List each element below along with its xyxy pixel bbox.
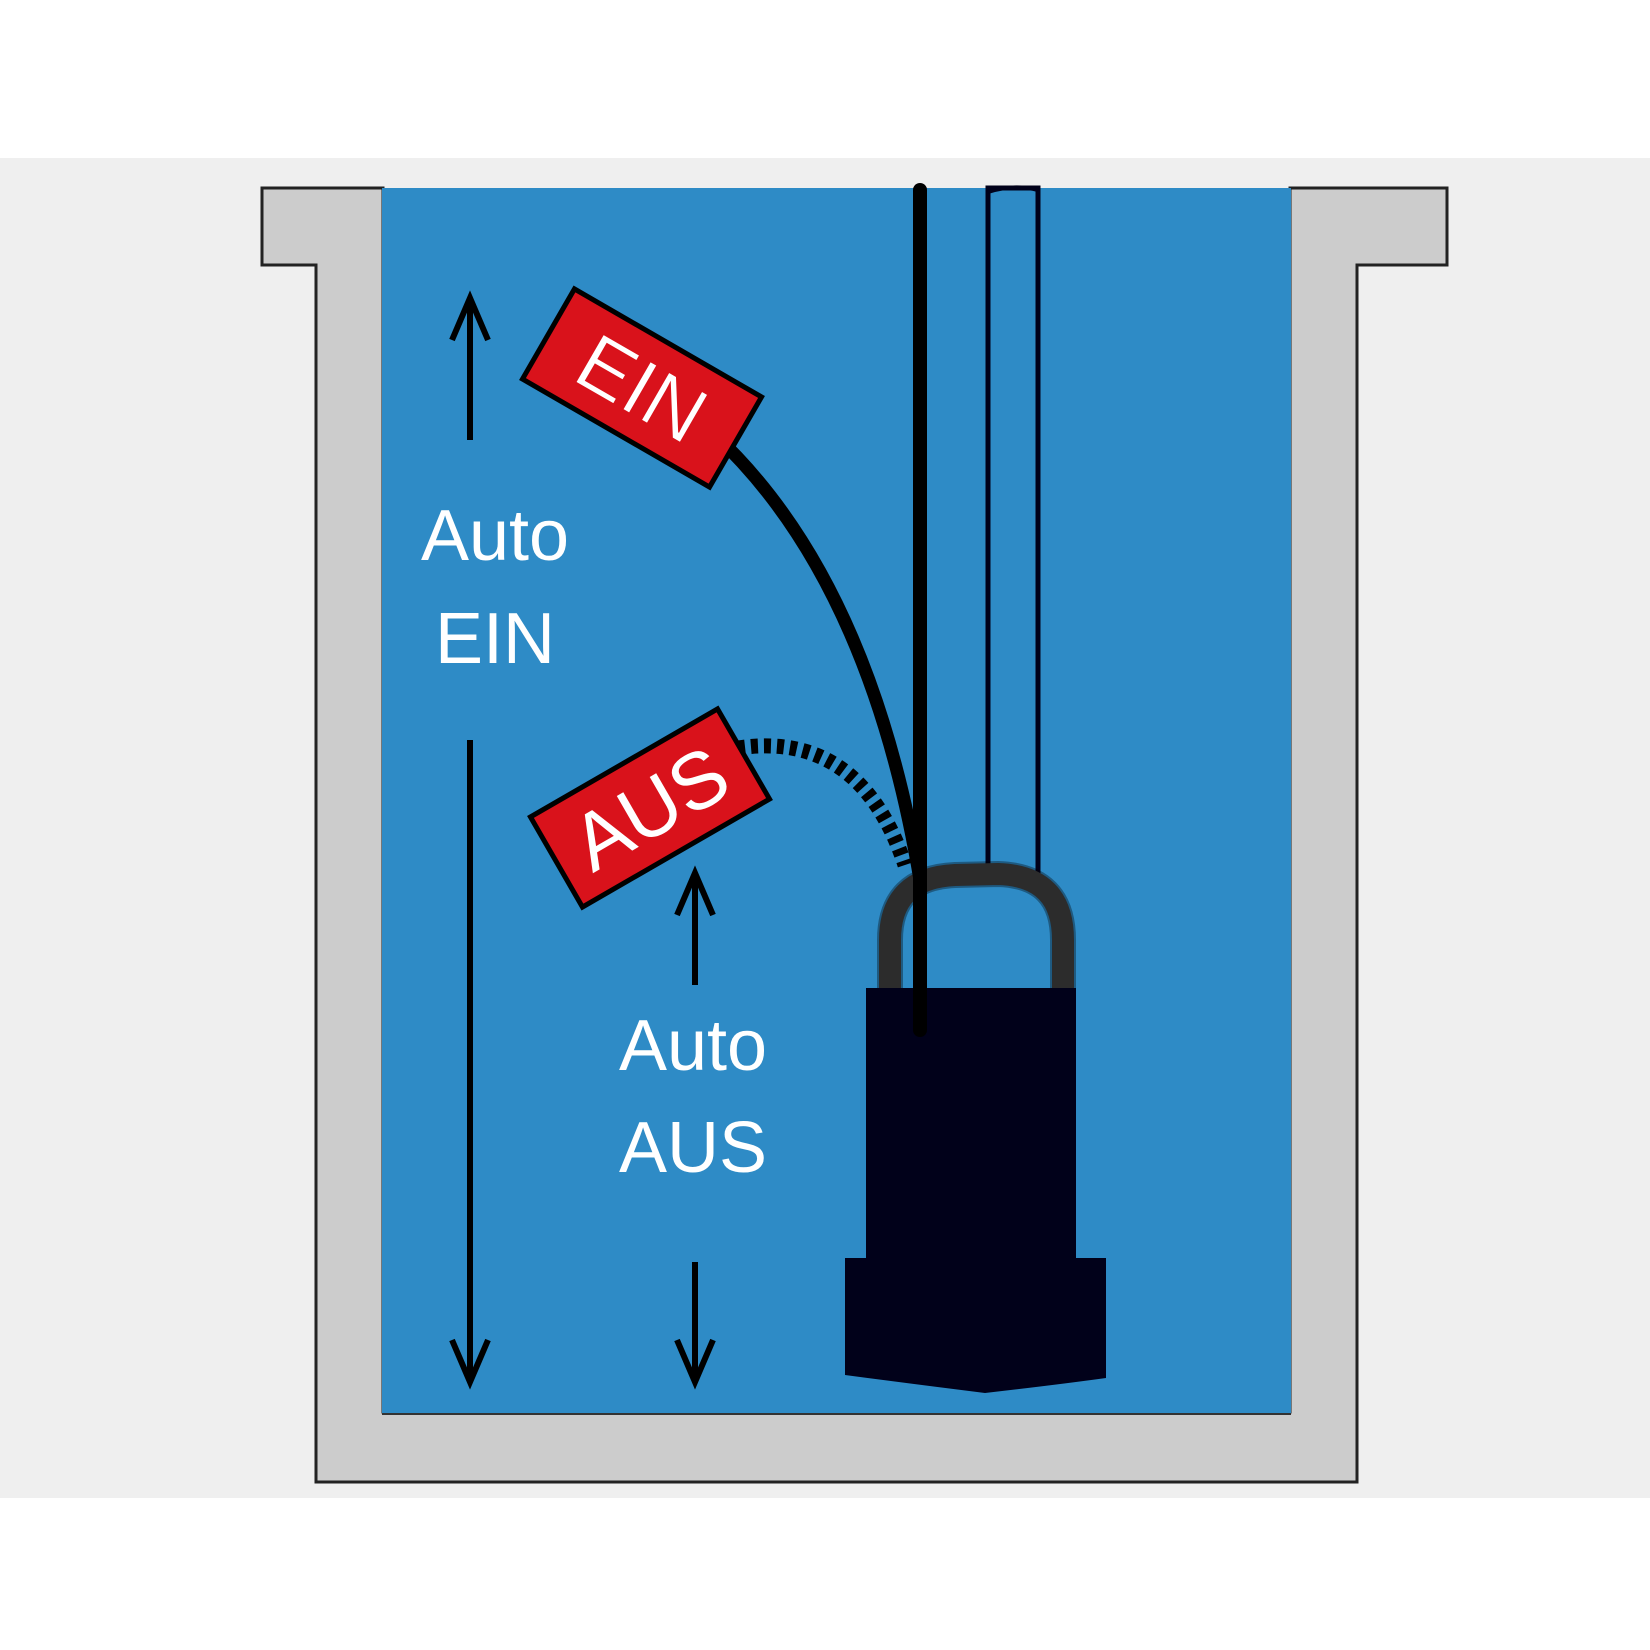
upper-float-cable [708,428,927,887]
pump-handle [879,862,1074,1001]
auto-on-label-line2: EIN [435,599,555,679]
upper-float-tag [519,285,765,491]
pipe-top-rim [987,185,1039,194]
discharge-pipe [985,185,1041,881]
auto-off-range: Auto AUS [619,865,767,1390]
water [382,188,1291,1414]
auto-off-arrow-up-head [674,865,716,917]
auto-on-label-line1: Auto [421,496,569,576]
auto-on-range: Auto EIN [421,290,569,1390]
auto-on-arrow-up-head [449,290,491,342]
pump-body [845,988,1106,1393]
lower-float-cable [736,738,913,868]
auto-off-label-line2: AUS [619,1108,767,1188]
auto-off-label-line1: Auto [619,1006,767,1086]
auto-on-arrow-down-head [449,1338,491,1390]
auto-off-arrow-down-head [674,1338,716,1390]
pump-handle-outline [877,860,1076,1003]
lower-float-tag [527,705,773,911]
